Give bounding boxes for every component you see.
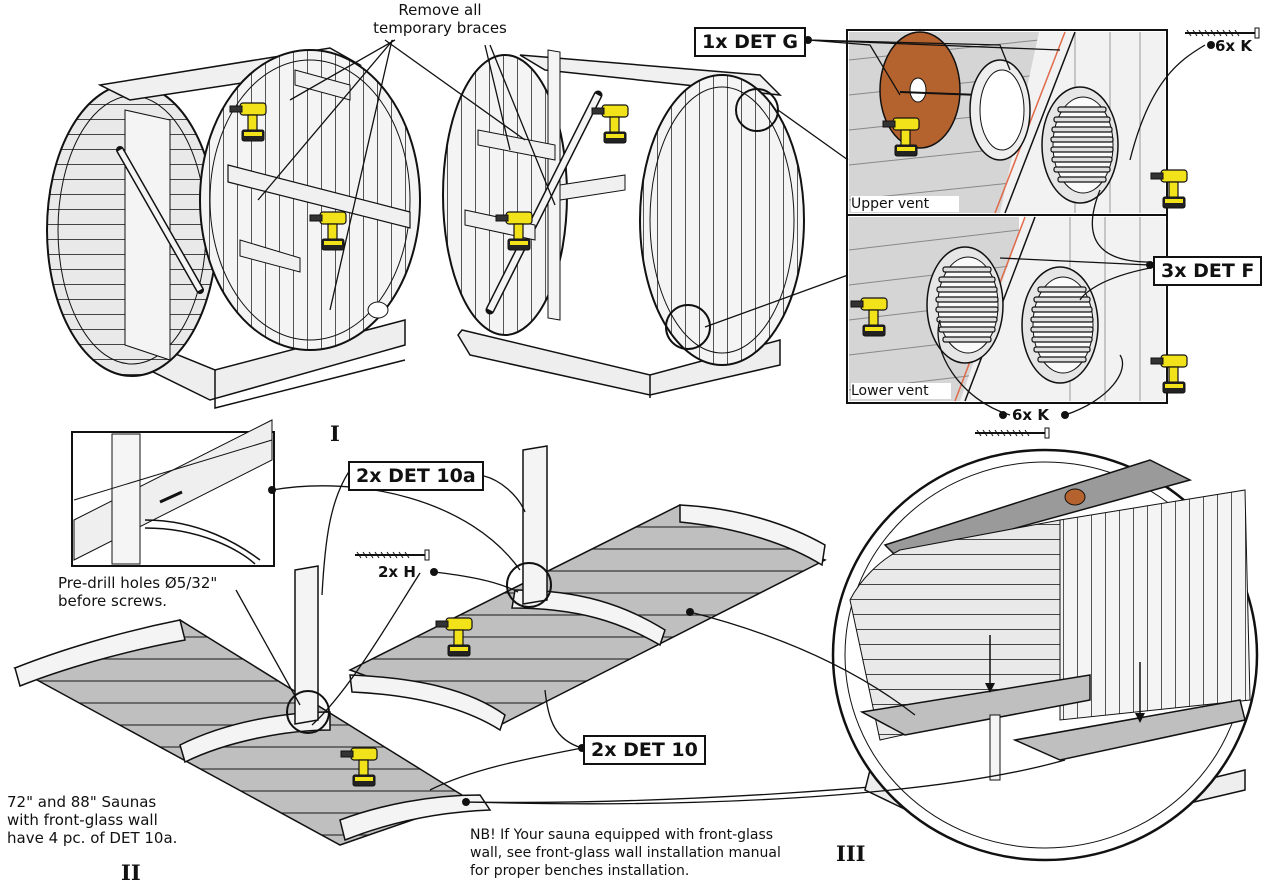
- vent-hole-lower-circle: [665, 304, 711, 350]
- right-bench-joint-circle: [506, 562, 552, 608]
- barrel-benches-drawing: [831, 448, 1259, 862]
- step1-right-leaders: [704, 39, 1206, 416]
- upper-vent-detail-art: [848, 31, 1188, 214]
- barrel-middle-drawing: [442, 49, 805, 398]
- bench-left-drawing: [13, 565, 492, 846]
- callout-k-bottom: 6x K: [1012, 406, 1049, 424]
- predrill-note: Pre-drill holes Ø5/32" before screws.: [58, 574, 218, 610]
- callout-det-f: 3x DET F: [1153, 256, 1263, 286]
- callout-h: 2x H: [378, 563, 416, 581]
- remove-braces-leaders: [257, 39, 556, 311]
- lower-vent-detail-art: [848, 216, 1188, 402]
- step3-leaders: [465, 611, 1066, 805]
- screw-icon: [354, 549, 430, 561]
- lower-vent-label: Lower vent: [851, 383, 951, 399]
- bench-right-drawing: [348, 445, 827, 732]
- front-glass-count-note: 72" and 88" Saunas with front-glass wall…: [7, 793, 178, 847]
- nb-front-glass-note: NB! If Your sauna equipped with front-gl…: [470, 827, 781, 879]
- callout-det-g: 1x DET G: [694, 27, 807, 57]
- callout-det-10a: 2x DET 10a: [348, 461, 484, 491]
- step-marker-i: I: [330, 421, 340, 446]
- barrel-left-drawing: [46, 47, 421, 409]
- left-bench-joint-circle: [286, 690, 330, 734]
- step-marker-iii: III: [836, 841, 866, 866]
- remove-braces-note: Remove all temporary braces: [373, 1, 507, 37]
- callout-det-10: 2x DET 10: [583, 735, 706, 765]
- step-marker-ii: II: [121, 860, 141, 885]
- callout-k-top: 6x K: [1215, 37, 1252, 55]
- screw-icon: [974, 427, 1050, 439]
- predrill-detail-art: [73, 419, 273, 565]
- upper-vent-label: Upper vent: [851, 196, 960, 212]
